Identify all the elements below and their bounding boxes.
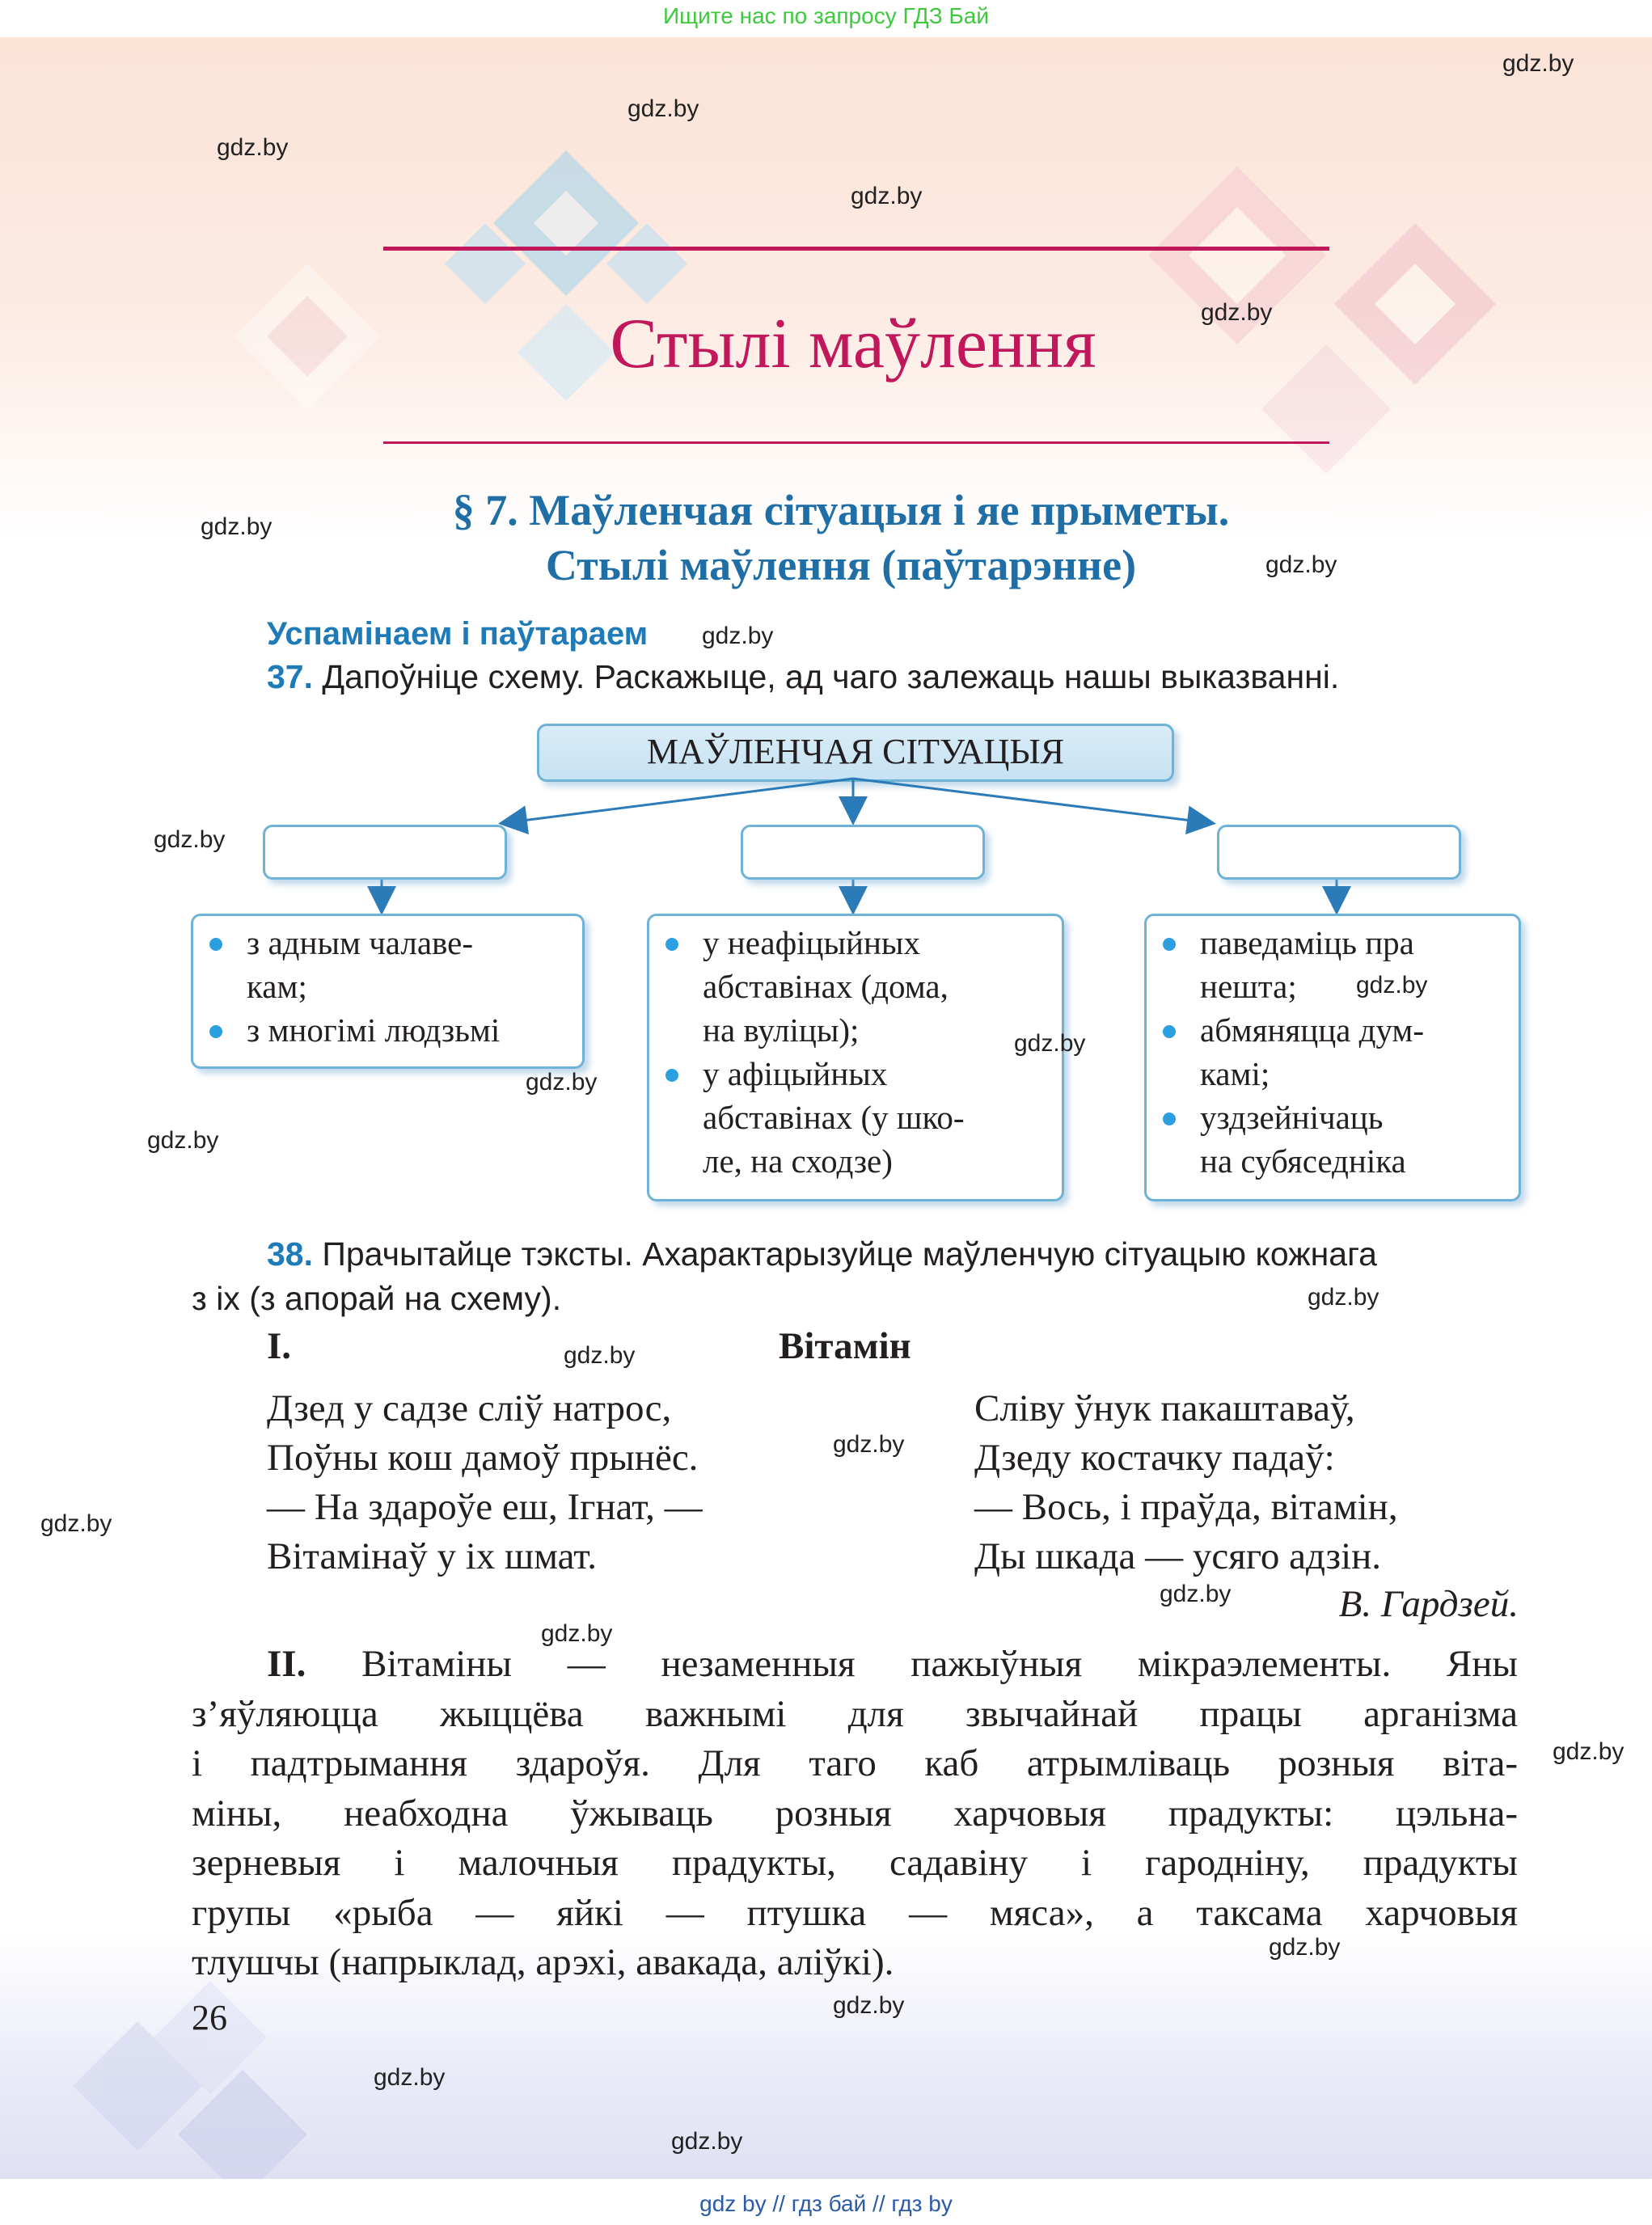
watermark: gdz.by [147, 1127, 219, 1154]
watermark: gdz.by [851, 183, 923, 209]
watermark: gdz.by [564, 1342, 636, 1369]
text-2-line: міны, неабходна ўжываць розныя харчовыя … [192, 1792, 1518, 1834]
footer-ornament-decoration [73, 1981, 307, 2199]
watermark: gdz.by [671, 2128, 743, 2155]
bottom-links[interactable]: gdz by // гдз бай // гдз by [699, 2191, 953, 2216]
blank-box-2[interactable] [741, 825, 985, 880]
list-item: з многімі людзьмі [201, 1008, 573, 1052]
watermark: gdz.by [702, 623, 774, 649]
watermark: gdz.by [1553, 1738, 1625, 1765]
task-38-number: 38. [267, 1235, 313, 1273]
watermark: gdz.by [1308, 1284, 1379, 1311]
task-37-number: 37. [267, 658, 313, 695]
poem-line: — Вось, і праўда, вітамін, [974, 1486, 1398, 1528]
watermark: gdz.by [833, 1431, 905, 1458]
task-38-line-1: Прачытайце тэксты. Ахарактарызуйце маўле… [322, 1235, 1377, 1273]
paragraph-title-line-1: § 7. Маўленчая сітуацыя і яе прыметы. [452, 486, 1230, 534]
text-2-line: і падтрымання здароўя. Для таго каб атры… [192, 1742, 1518, 1784]
watermark: gdz.by [627, 95, 699, 122]
list-item: з адным чалаве-кам; [201, 921, 573, 1008]
task-38-line-2: з іх (з апорай на схему). [192, 1280, 562, 1317]
list-item: абмяняцца дум-камі; [1155, 1008, 1510, 1096]
watermark: gdz.by [1160, 1581, 1232, 1607]
diagram-column-1: з адным чалаве-кам; з многімі людзьмі [191, 914, 585, 1069]
text-2-line: зерневыя і малочныя прадукты, садавіну і… [192, 1842, 1518, 1884]
title-top-rule [383, 247, 1329, 251]
poem-line: Дзед у садзе сліў натрос, [267, 1387, 672, 1429]
watermark: gdz.by [526, 1069, 598, 1096]
poem-line: — На здароўе еш, Ігнат, — [267, 1486, 703, 1528]
watermark: gdz.by [1201, 299, 1273, 326]
folk-ornament-decoration [234, 150, 1496, 474]
poem-left-stanza: Дзед у садзе сліў натрос, Поўны кош дамо… [267, 1384, 703, 1581]
title-bottom-rule [383, 441, 1329, 444]
top-banner-text: Ищите нас по запросу ГДЗ Бай [662, 3, 990, 28]
poem-part-number: I. [267, 1325, 292, 1367]
blank-box-3[interactable] [1217, 825, 1461, 880]
poem-right-stanza: Сліву ўнук пакаштаваў, Дзеду костачку па… [974, 1384, 1398, 1581]
watermark: gdz.by [1356, 972, 1428, 999]
diagram-title: МАЎЛЕНЧАЯ СІТУАЦЫЯ [646, 732, 1065, 771]
task-37: 37. Дапоўніце схему. Раскажыце, ад чаго … [267, 658, 1339, 696]
task-37-text: Дапоўніце схему. Раскажыце, ад чаго зале… [322, 658, 1340, 695]
page-number: 26 [192, 1998, 227, 2037]
text-2-line: групы «рыба — яйкі — птушка — мяса», а т… [192, 1891, 1518, 1934]
text-2-line: тлушчы (напрыклад, арэхі, авакада, аліўк… [192, 1941, 894, 1983]
watermark: gdz.by [154, 826, 226, 853]
text-2-line: з’яўляюцца жыццёва важнымі для звычайнай… [192, 1692, 1518, 1735]
poem-author: В. Гардзей. [1338, 1583, 1519, 1625]
header-ornament-background [0, 37, 1652, 538]
watermark: gdz.by [1014, 1030, 1086, 1057]
chapter-title: Стылі маўлення [610, 305, 1096, 383]
watermark: gdz.by [374, 2064, 446, 2091]
watermark: gdz.by [1265, 551, 1337, 578]
poem-line: Вітамінаў у іх шмат. [267, 1535, 598, 1577]
task-38: 38. Прачытайце тэксты. Ахарактарызуйце м… [267, 1235, 1377, 1273]
poem-title: Вітамін [779, 1325, 911, 1367]
text-2-part-number: II. [267, 1643, 306, 1685]
poem-line: Сліву ўнук пакаштаваў, [974, 1387, 1355, 1429]
poem-line: Ды шкада — усяго адзін. [974, 1535, 1382, 1577]
top-banner: Ищите нас по запросу ГДЗ Бай [0, 0, 1652, 37]
watermark: gdz.by [201, 513, 273, 540]
watermark: gdz.by [217, 134, 289, 161]
watermark: gdz.by [1502, 50, 1574, 77]
poem-line: Поўны кош дамоў прынёс. [267, 1437, 699, 1479]
column-1-list: з адным чалаве-кам; з многімі людзьмі [201, 921, 573, 1052]
watermark: gdz.by [1269, 1934, 1341, 1961]
watermark: gdz.by [541, 1620, 613, 1647]
text-2-line: II. Вітаміны — незаменныя пажыўныя мікра… [267, 1643, 1518, 1685]
blank-box-1[interactable] [263, 825, 507, 880]
diagram-title-box: МАЎЛЕНЧАЯ СІТУАЦЫЯ [537, 724, 1174, 782]
footer-ornament-background [0, 1932, 1652, 2199]
section-label: Успамінаем і паўтараем [267, 616, 649, 652]
text-2: II. Вітаміны — незаменныя пажыўныя мікра… [192, 1640, 1518, 1988]
watermark: gdz.by [833, 1992, 905, 2019]
diagram-arrows [367, 777, 1351, 915]
paragraph-title-line-2: Стылі маўлення (паўтарэнне) [545, 541, 1137, 589]
poem-line: Дзеду костачку падаў: [974, 1437, 1335, 1479]
watermark: gdz.by [40, 1510, 112, 1537]
